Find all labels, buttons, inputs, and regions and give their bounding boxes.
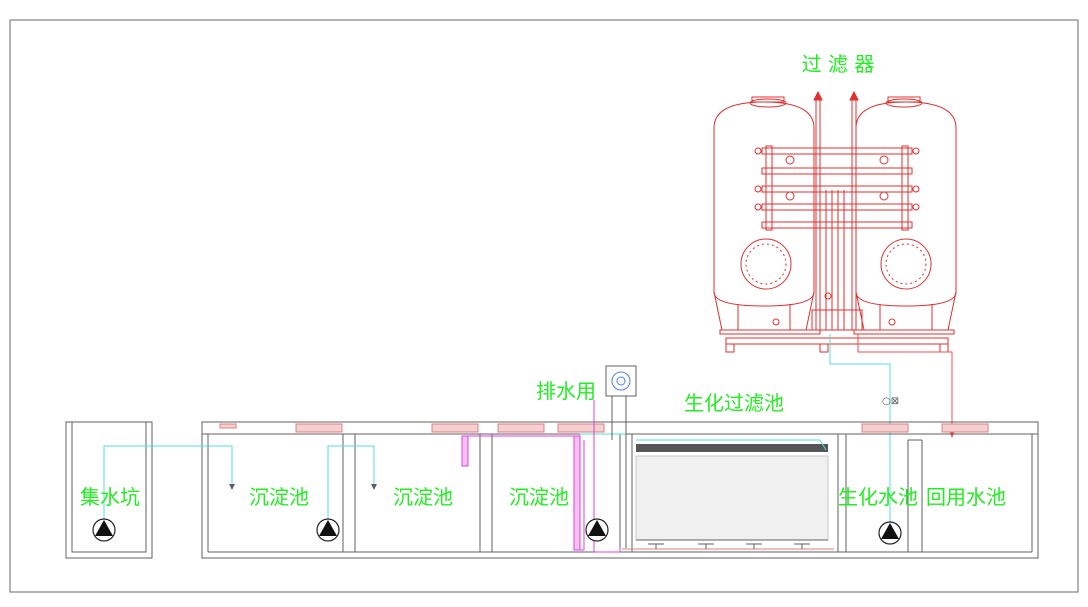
sump-tank [65,421,153,559]
settling-tank-1-label: 沉淀池 [249,485,309,509]
drain-label: 排水用 [536,379,596,403]
pump-sump [92,518,116,542]
bio-water-tank-label: 生化水池 [838,485,918,509]
settling-tank-2-label: 沉淀池 [393,485,453,509]
filter-feed-pipe [829,334,891,540]
clear-water-arrows [229,484,377,490]
drain-column [573,435,581,551]
pump-settling [316,518,340,542]
pump-biofilter-feed [585,518,609,542]
drawing-frame [9,19,1079,593]
settling-tank-3-label: 沉淀池 [509,485,569,509]
filter-vessel-right [853,96,957,335]
valve-symbol: ○⊠ [882,396,899,407]
biofilter-media [635,444,829,541]
filter-valves [754,147,920,326]
biofilter-tank-label: 生化过滤池 [684,391,784,415]
reuse-return-pipe [857,334,953,432]
sump-label: 集水坑 [80,485,140,509]
filter-unit: ○⊠ [713,90,957,540]
filter-vessel-left [713,96,821,335]
tank-top-covers [219,423,989,433]
aeration-diffusers [622,543,834,550]
reuse-tank-label: 回用水池 [926,485,1006,509]
blower-unit [605,365,637,548]
pump-bio-water [878,521,902,545]
drain-riser [461,435,469,467]
filter-label: 过 滤 器 [802,52,875,76]
filter-manifold [761,90,913,331]
filter-skid-base [725,337,949,353]
